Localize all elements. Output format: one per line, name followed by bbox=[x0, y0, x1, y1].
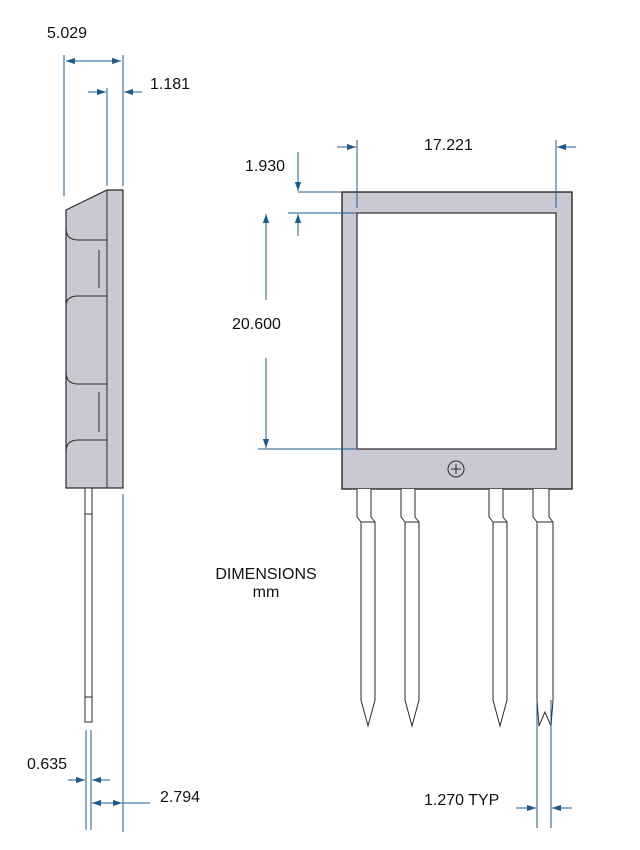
side-notch-1 bbox=[65, 227, 107, 241]
dim-overall-width-label: 17.221 bbox=[424, 137, 473, 154]
pin-4 bbox=[532, 489, 554, 727]
side-notch-2 bbox=[65, 295, 107, 307]
dim-pin-offset-label: 2.794 bbox=[160, 789, 201, 806]
dim-overall-depth-label: 5.029 bbox=[47, 25, 88, 42]
dim-window-height-label: 20.600 bbox=[232, 316, 281, 333]
pin-2 bbox=[400, 489, 420, 728]
dim-step-depth-label: 1.181 bbox=[150, 76, 191, 93]
units-caption-title: DIMENSIONS bbox=[215, 566, 317, 583]
units-caption: DIMENSIONS mm bbox=[196, 566, 336, 602]
dim-border-top-label: 1.930 bbox=[245, 158, 286, 175]
side-pin bbox=[84, 487, 93, 723]
dim-pin-width-label: 0.635 bbox=[27, 756, 68, 773]
front-view bbox=[341, 191, 573, 728]
side-notch-3 bbox=[65, 371, 107, 385]
polarity-mark-icon bbox=[447, 460, 465, 478]
units-caption-unit: mm bbox=[252, 584, 280, 601]
front-window bbox=[356, 212, 557, 450]
pin-3 bbox=[488, 489, 508, 728]
dim-pin-pitch-label: 1.270 TYP bbox=[424, 792, 500, 809]
front-dimensions bbox=[258, 140, 576, 828]
side-view bbox=[65, 189, 124, 723]
pin-1 bbox=[356, 489, 376, 728]
side-dimensions bbox=[63, 55, 150, 832]
side-body bbox=[65, 189, 124, 489]
front-pins bbox=[356, 489, 554, 728]
side-notch-4 bbox=[65, 439, 107, 453]
